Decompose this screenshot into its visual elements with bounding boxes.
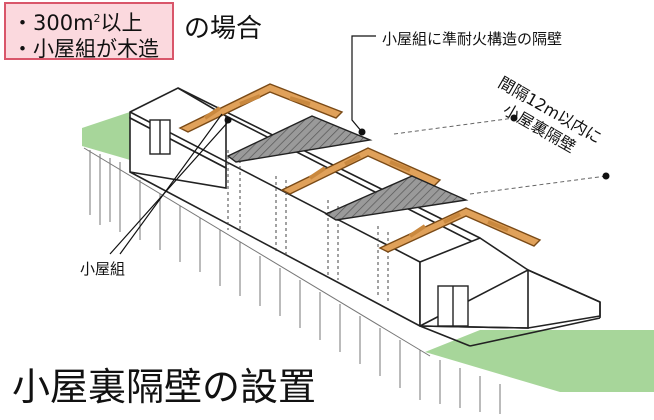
diagram-title: 小屋裏隔壁の設置 — [12, 365, 317, 409]
leader-partition-dot — [358, 128, 366, 136]
leader-roof-dot — [224, 116, 232, 124]
ground-front — [425, 330, 654, 392]
partition-2 — [324, 175, 469, 221]
truss-1 — [178, 83, 344, 133]
dimension-dot-bottom — [602, 172, 610, 180]
truss-2 — [280, 147, 442, 195]
door-front — [437, 285, 469, 327]
partition-1 — [226, 115, 373, 163]
condition-box: ・300m2以上 ・小屋組が木造 — [4, 2, 174, 61]
condition-area-suffix: 以上 — [100, 11, 143, 35]
dimension-dot-top — [510, 114, 518, 122]
dimension-lines — [393, 117, 607, 195]
label-partition: 小屋組に準耐火構造の隔壁 — [382, 30, 563, 48]
condition-suffix: の場合 — [184, 14, 263, 44]
soil-hatching — [83, 147, 501, 414]
condition-line-area: ・300m2以上 — [12, 6, 166, 36]
leader-partition — [351, 35, 376, 133]
condition-area-superscript: 2 — [93, 12, 101, 25]
ground-back — [82, 112, 130, 160]
label-roof-frame: 小屋組 — [80, 260, 126, 278]
condition-area-value: ・300m — [12, 11, 94, 35]
leader-roof — [109, 113, 229, 255]
door-back — [149, 119, 171, 155]
column-dashes — [227, 150, 389, 302]
condition-line-material: ・小屋組が木造 — [12, 37, 159, 61]
truss-3 — [378, 207, 542, 253]
